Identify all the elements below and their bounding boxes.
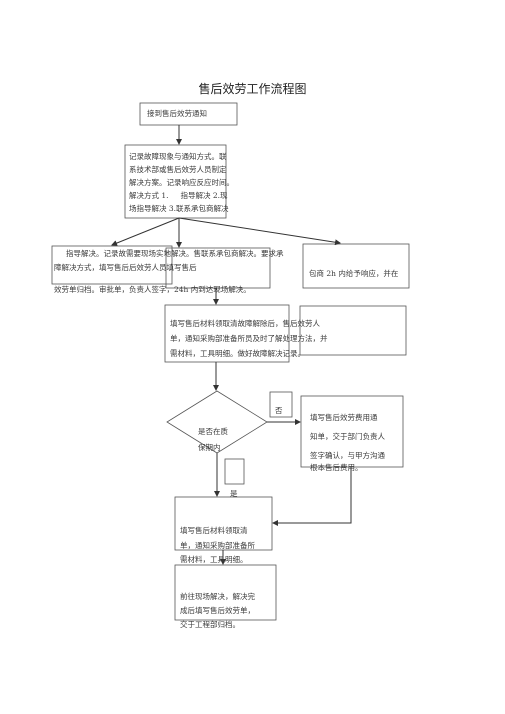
final-box	[174, 564, 277, 621]
contractor-box	[302, 243, 410, 289]
sign-box	[165, 247, 271, 289]
start-box	[139, 102, 238, 126]
material-line-3: 需材料，工具明细。做好故障解决记录。	[170, 349, 305, 358]
yes-label: 是	[230, 489, 238, 498]
final-line-2: 成后填写售后效劳单，	[180, 606, 255, 615]
arrow-fee-material2	[272, 467, 352, 526]
decision-line-2: 保期内	[198, 443, 221, 452]
record-line-4: 解决方式 1. 指导解决 2.现	[129, 191, 228, 200]
fee-line-2: 知单，交于部门负责人	[310, 432, 385, 441]
cover-box	[299, 305, 407, 356]
material2-line-3: 需材料，工具明细。	[180, 555, 248, 564]
guide-line-2: 障解决方式，填写售后后效劳人员填写售后	[54, 263, 197, 272]
fee-line-3: 签字确认，与甲方沟通	[310, 451, 385, 460]
material-box	[164, 304, 290, 363]
guide-box	[51, 245, 173, 285]
yes-label-box	[224, 458, 245, 485]
no-label: 否	[275, 406, 283, 415]
fee-line-1: 填写售后效劳费用通	[310, 413, 378, 422]
final-line-3: 交于工程部归档。	[180, 620, 240, 629]
contractor-text: 包商 2h 内给予响应，并在	[309, 269, 399, 278]
flowchart-title: 售后效劳工作流程图	[198, 82, 307, 96]
fee-box	[300, 395, 404, 468]
record-line-2: 系技术部或售后效劳人员制定	[129, 165, 227, 174]
sign-text: 效劳单归档。审批单，负责人签字，24h 内到达现场解决。	[54, 285, 251, 294]
record-line-1: 记录故障现象与通知方式。联	[129, 152, 227, 161]
arrow-record-guide	[111, 217, 180, 246]
record-box	[124, 144, 227, 219]
final-line-1: 前往现场解决，解决完	[180, 592, 255, 601]
material2-line-1: 填写售后材料领取清	[180, 526, 248, 535]
material-line-2: 单，通知采购部准备所员及时了解处理方法，并	[170, 334, 328, 343]
no-label-box	[269, 391, 293, 418]
record-line-5: 场指导解决 3.联系承包商解决	[129, 204, 229, 213]
material-line-1: 填写售后材料领取清故障解除后，售后效劳人	[170, 319, 320, 328]
decision-line-1: 是否在质	[198, 427, 228, 436]
guide-line-1: 指导解决。记录故需要现场实地解决。售联系承包商解决。要求承	[66, 249, 284, 258]
start-text: 接到售后效劳通知	[147, 109, 207, 118]
arrow-record-contractor	[178, 217, 341, 246]
material2-line-2: 单，通知采购部准备所	[180, 541, 255, 550]
record-line-3: 解决方案。记录响应反应时间。	[129, 178, 234, 187]
fee-line-4: 根本售后费用。	[310, 463, 363, 472]
